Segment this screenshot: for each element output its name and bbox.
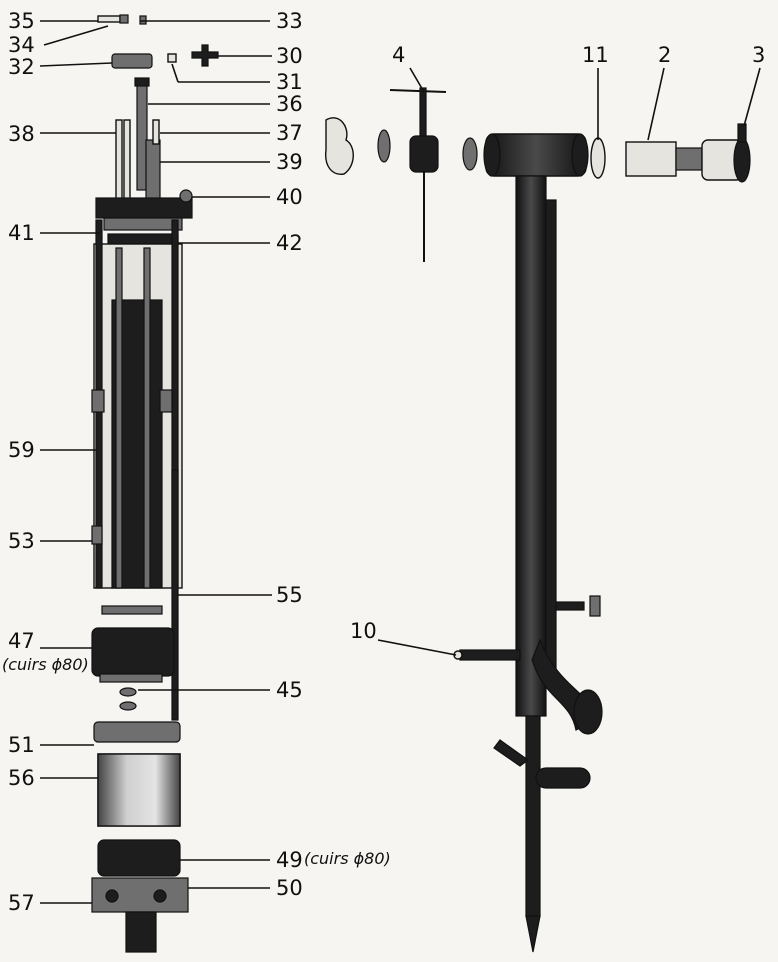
part-49-cup [97,839,181,877]
ground-spike [493,715,591,953]
callout-3: 3 [752,43,765,67]
callout-55: 55 [276,583,303,607]
callout-37: 37 [276,121,303,145]
callout-labels: 35 33 34 30 32 31 36 38 37 39 40 41 42 5… [2,9,765,915]
main-tube [515,175,603,735]
leader-lines [39,20,761,904]
callout-51: 51 [8,733,35,757]
callout-39: 39 [276,150,303,174]
part-56-sleeve [97,753,181,827]
callout-4: 4 [392,43,405,67]
tube-side-valve [555,595,601,617]
callout-47: 47 [8,629,35,653]
callout-2: 2 [658,43,671,67]
callout-50: 50 [276,876,303,900]
callout-10: 10 [350,619,377,643]
callout-53: 53 [8,529,35,553]
part-4-valve [389,87,478,262]
handle-end-clip [325,117,391,175]
part-38-rod [115,119,131,201]
part-45-washer [119,687,137,711]
callout-11: 11 [582,43,609,67]
callout-42: 42 [276,231,303,255]
callout-30: 30 [276,44,303,68]
callout-49: 49 [276,848,303,872]
callout-38: 38 [8,122,35,146]
part-11-ring [590,137,606,179]
part-36-rod [134,77,150,191]
part-2-sleeve [625,141,703,177]
callout-41: 41 [8,221,35,245]
callout-49-note: (cuirs ϕ80) [304,849,391,868]
part-30-fitting [167,44,219,67]
t-head [483,133,589,177]
pump-cylinder-assembly [91,14,219,953]
part-59-cylinder [91,219,183,589]
callout-32: 32 [8,55,35,79]
part-55-tube [171,469,179,721]
part-32-block [111,53,153,69]
callout-33: 33 [276,9,303,33]
callout-45: 45 [276,678,303,702]
part-47-cup [91,605,175,683]
callout-57: 57 [8,891,35,915]
part-3-cap [701,123,751,183]
part-35-pin [97,14,147,25]
part-10-port [453,649,521,661]
callout-56: 56 [8,766,35,790]
part-51-ring [93,721,181,743]
part-37-sleeve [145,119,161,201]
callout-47-note: (cuirs ϕ80) [2,655,89,674]
callout-36: 36 [276,92,303,116]
callout-59: 59 [8,438,35,462]
callout-40: 40 [276,185,303,209]
callout-34: 34 [8,33,35,57]
callout-35: 35 [8,9,35,33]
part-50-valve-body [91,877,189,953]
callout-31: 31 [276,70,303,94]
t-handle-assembly [325,87,751,953]
